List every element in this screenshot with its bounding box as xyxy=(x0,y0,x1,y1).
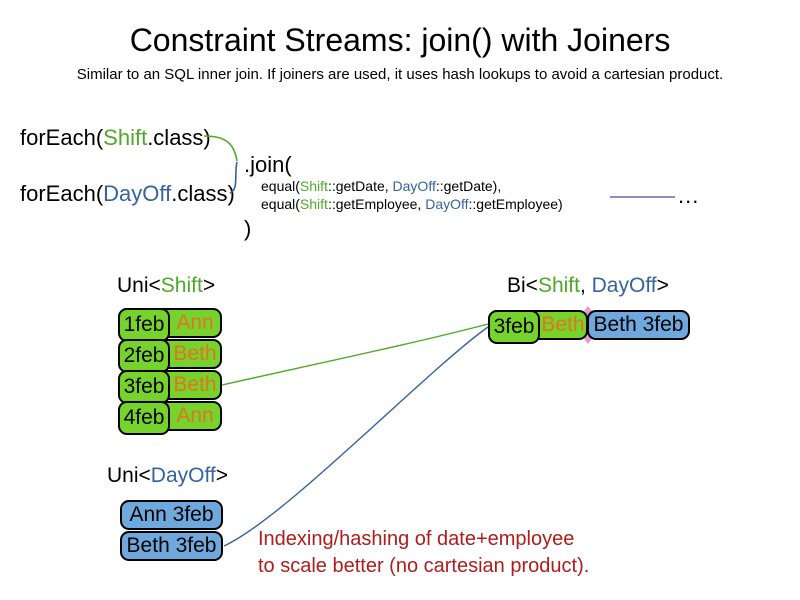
shift-date-cell: 3feb xyxy=(118,370,170,404)
uni-shift-label: Uni<Shift> xyxy=(117,274,215,298)
shift-employee-cell: Ann xyxy=(176,311,214,334)
code-joiner-equal-employee: equal(Shift::getEmployee, DayOff::getEmp… xyxy=(261,196,563,212)
dayoff-class-token: DayOff xyxy=(103,181,172,206)
code-foreach-dayoff: forEach(DayOff.class) xyxy=(20,181,235,207)
label-text: > xyxy=(202,274,216,297)
shift-class-token: Shift xyxy=(299,178,328,194)
code-text: equal( xyxy=(261,196,300,212)
shift-class-token: Shift xyxy=(103,125,148,150)
shift-class-token: Shift xyxy=(299,196,328,212)
label-text: Uni< xyxy=(107,464,151,487)
shift-row-3: 3feb Beth xyxy=(118,370,222,404)
code-foreach-shift: forEach(Shift.class) xyxy=(20,125,211,151)
shift-employee-cell: Beth xyxy=(541,313,585,336)
code-joiner-equal-date: equal(Shift::getDate, DayOff::getDate), xyxy=(261,178,501,194)
dayoff-class-token: DayOff xyxy=(150,464,216,487)
shift-employee-cell: Beth xyxy=(173,342,217,365)
shift-date-cell: 2feb xyxy=(118,339,170,373)
label-text: , xyxy=(579,274,592,297)
page-subtitle: Similar to an SQL inner join. If joiners… xyxy=(76,66,724,83)
shift-employee-cell: Ann xyxy=(176,404,214,427)
shift-date-cell: 1feb xyxy=(118,308,170,342)
dayoff-class-token: DayOff xyxy=(591,274,657,297)
dayoff-match-connector-line xyxy=(223,326,489,547)
dayoff-row-2: Beth 3feb xyxy=(120,531,223,561)
bi-row-shift-part: 3feb Beth xyxy=(488,310,588,344)
more-joiners-ellipsis: ... xyxy=(678,183,700,208)
shift-employee-cell: Beth xyxy=(173,373,217,396)
label-text: Bi< xyxy=(507,274,538,297)
shift-class-token: Shift xyxy=(537,274,580,297)
indexing-note-line1: Indexing/hashing of date+employee xyxy=(258,528,575,550)
code-join-close: ) xyxy=(244,216,252,241)
shift-class-token: Shift xyxy=(160,274,203,297)
shift-row-4: 4feb Ann xyxy=(118,401,222,435)
code-text: equal( xyxy=(261,178,300,194)
shift-date-cell: 3feb xyxy=(488,310,540,344)
bi-shift-dayoff-label: Bi<Shift, DayOff> xyxy=(507,274,669,298)
label-text: Uni< xyxy=(117,274,161,297)
indexing-note-line2: to scale better (no cartesian product). xyxy=(258,555,590,577)
label-text: > xyxy=(215,464,229,487)
code-text: ::getEmployee) xyxy=(468,196,563,212)
dayoff-row-1: Ann 3feb xyxy=(120,500,223,530)
shift-match-connector-line xyxy=(221,323,489,386)
code-text: forEach( xyxy=(20,125,104,150)
uni-dayoff-label: Uni<DayOff> xyxy=(107,464,228,488)
label-text: > xyxy=(656,274,669,297)
bi-row-dayoff-part: Beth 3feb xyxy=(587,310,690,340)
code-text: ::getDate, xyxy=(327,178,393,194)
code-text: ::getDate), xyxy=(435,178,502,194)
shift-row-2: 2feb Beth xyxy=(118,339,222,373)
dayoff-class-token: DayOff xyxy=(392,178,436,194)
code-text: ::getEmployee, xyxy=(327,196,426,212)
dayoff-class-token: DayOff xyxy=(425,196,469,212)
code-text: .class) xyxy=(171,181,235,206)
code-text: forEach( xyxy=(20,181,104,206)
shift-date-cell: 4feb xyxy=(118,401,170,435)
code-text: .class) xyxy=(147,125,211,150)
shift-row-1: 1feb Ann xyxy=(118,308,222,342)
code-join-open: .join( xyxy=(244,152,292,177)
page-title: Constraint Streams: join() with Joiners xyxy=(129,22,671,58)
